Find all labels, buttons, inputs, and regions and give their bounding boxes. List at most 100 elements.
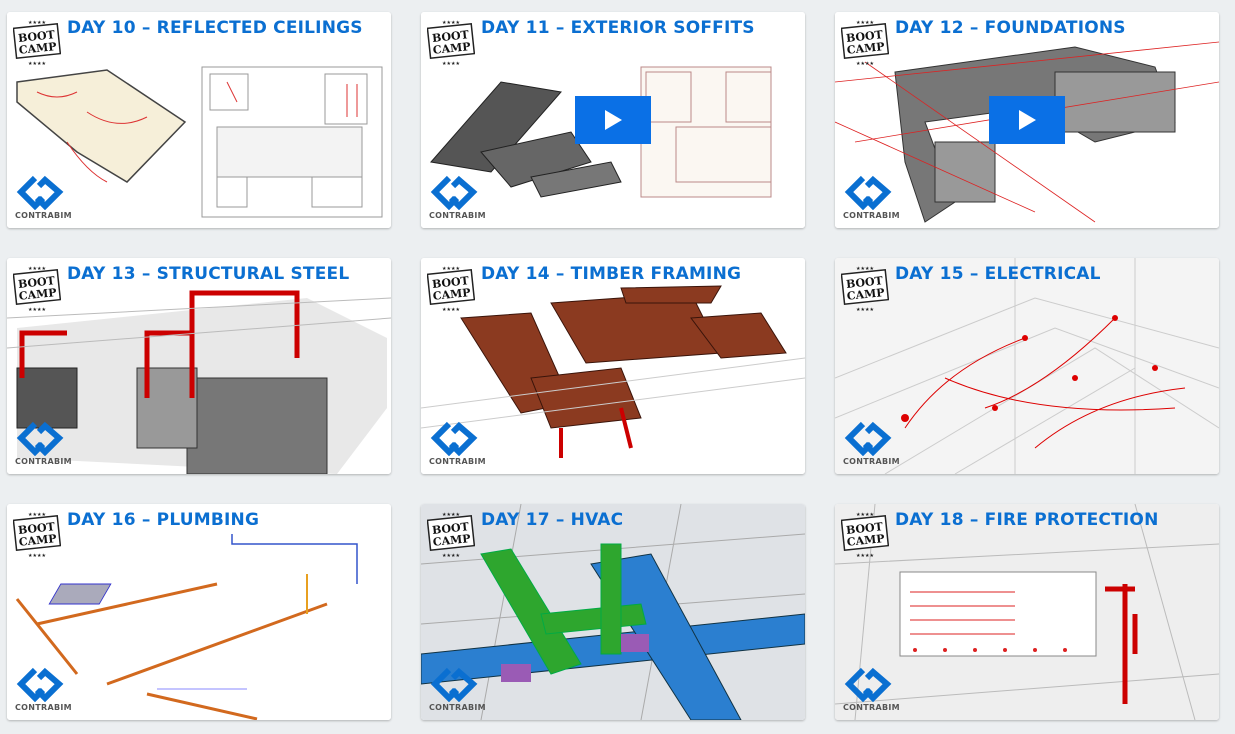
contrabim-logo: CONTRABIM bbox=[15, 666, 77, 716]
contrabim-logo: CONTRABIM bbox=[843, 174, 905, 224]
svg-text:BOOT: BOOT bbox=[17, 274, 56, 291]
play-icon bbox=[1019, 110, 1036, 130]
svg-text:BOOT: BOOT bbox=[431, 520, 470, 537]
svg-text:★★★★: ★★★★ bbox=[28, 307, 46, 312]
svg-text:BOOT: BOOT bbox=[17, 28, 56, 45]
svg-text:★★★★: ★★★★ bbox=[28, 20, 46, 26]
card-title: DAY 15 – ELECTRICAL bbox=[895, 264, 1101, 284]
play-button[interactable] bbox=[989, 96, 1065, 144]
contrabim-logo-icon bbox=[844, 421, 892, 457]
svg-text:★★★★: ★★★★ bbox=[442, 307, 460, 312]
contrabim-logo: CONTRABIM bbox=[843, 420, 905, 470]
contrabim-logo-icon bbox=[430, 421, 478, 457]
contrabim-logo-icon bbox=[16, 667, 64, 703]
contrabim-logo-icon bbox=[430, 175, 478, 211]
contrabim-logo-icon bbox=[16, 421, 64, 457]
play-button[interactable] bbox=[575, 96, 651, 144]
card-title: DAY 16 – PLUMBING bbox=[67, 510, 260, 530]
svg-text:★★★★: ★★★★ bbox=[442, 512, 460, 518]
svg-text:★★★★: ★★★★ bbox=[28, 512, 46, 518]
logo-text: CONTRABIM bbox=[843, 457, 900, 466]
svg-text:★★★★: ★★★★ bbox=[442, 20, 460, 26]
svg-text:★★★★: ★★★★ bbox=[442, 553, 460, 558]
play-icon bbox=[605, 110, 622, 130]
contrabim-logo: CONTRABIM bbox=[429, 666, 491, 716]
contrabim-logo-icon bbox=[16, 175, 64, 211]
card-title: DAY 10 – REFLECTED CEILINGS bbox=[67, 18, 363, 38]
svg-text:★★★★: ★★★★ bbox=[442, 61, 460, 66]
contrabim-logo: CONTRABIM bbox=[843, 666, 905, 716]
svg-text:BOOT: BOOT bbox=[845, 520, 884, 537]
logo-text: CONTRABIM bbox=[429, 211, 486, 220]
card-title: DAY 18 – FIRE PROTECTION bbox=[895, 510, 1159, 530]
svg-text:★★★★: ★★★★ bbox=[856, 512, 874, 518]
thumbnail-image bbox=[421, 258, 805, 474]
svg-text:★★★★: ★★★★ bbox=[856, 61, 874, 66]
svg-text:★★★★: ★★★★ bbox=[442, 266, 460, 272]
svg-text:BOOT: BOOT bbox=[845, 28, 884, 45]
svg-text:BOOT: BOOT bbox=[845, 274, 884, 291]
contrabim-logo-icon bbox=[844, 175, 892, 211]
card-title: DAY 14 – TIMBER FRAMING bbox=[481, 264, 742, 284]
logo-text: CONTRABIM bbox=[429, 703, 486, 712]
logo-text: CONTRABIM bbox=[843, 703, 900, 712]
svg-text:CAMP: CAMP bbox=[18, 532, 57, 549]
contrabim-logo-icon bbox=[430, 667, 478, 703]
svg-text:CAMP: CAMP bbox=[846, 286, 885, 303]
svg-text:CAMP: CAMP bbox=[432, 286, 471, 303]
svg-text:BOOT: BOOT bbox=[431, 28, 470, 45]
svg-text:★★★★: ★★★★ bbox=[28, 266, 46, 272]
thumbnail-image bbox=[835, 258, 1219, 474]
thumbnail-image bbox=[7, 12, 391, 228]
card-title: DAY 12 – FOUNDATIONS bbox=[895, 18, 1126, 38]
svg-text:★★★★: ★★★★ bbox=[856, 266, 874, 272]
thumbnail-image bbox=[835, 504, 1219, 720]
svg-text:★★★★: ★★★★ bbox=[856, 20, 874, 26]
logo-text: CONTRABIM bbox=[429, 457, 486, 466]
logo-text: CONTRABIM bbox=[15, 457, 72, 466]
logo-text: CONTRABIM bbox=[15, 211, 72, 220]
svg-text:CAMP: CAMP bbox=[846, 532, 885, 549]
card-title: DAY 11 – EXTERIOR SOFFITS bbox=[481, 18, 755, 38]
svg-text:CAMP: CAMP bbox=[432, 40, 471, 57]
card-title: DAY 17 – HVAC bbox=[481, 510, 624, 530]
thumbnail-image bbox=[835, 12, 1219, 228]
contrabim-logo: CONTRABIM bbox=[15, 420, 77, 470]
svg-text:CAMP: CAMP bbox=[846, 40, 885, 57]
svg-text:★★★★: ★★★★ bbox=[28, 61, 46, 66]
svg-text:BOOT: BOOT bbox=[431, 274, 470, 291]
contrabim-logo: CONTRABIM bbox=[429, 420, 491, 470]
svg-text:★★★★: ★★★★ bbox=[856, 307, 874, 312]
logo-text: CONTRABIM bbox=[843, 211, 900, 220]
thumbnail-image bbox=[7, 504, 391, 720]
logo-text: CONTRABIM bbox=[15, 703, 72, 712]
thumbnail-image bbox=[421, 504, 805, 720]
svg-text:CAMP: CAMP bbox=[432, 532, 471, 549]
contrabim-logo: CONTRABIM bbox=[15, 174, 77, 224]
card-title: DAY 13 – STRUCTURAL STEEL bbox=[67, 264, 350, 284]
svg-text:★★★★: ★★★★ bbox=[856, 553, 874, 558]
contrabim-logo-icon bbox=[844, 667, 892, 703]
